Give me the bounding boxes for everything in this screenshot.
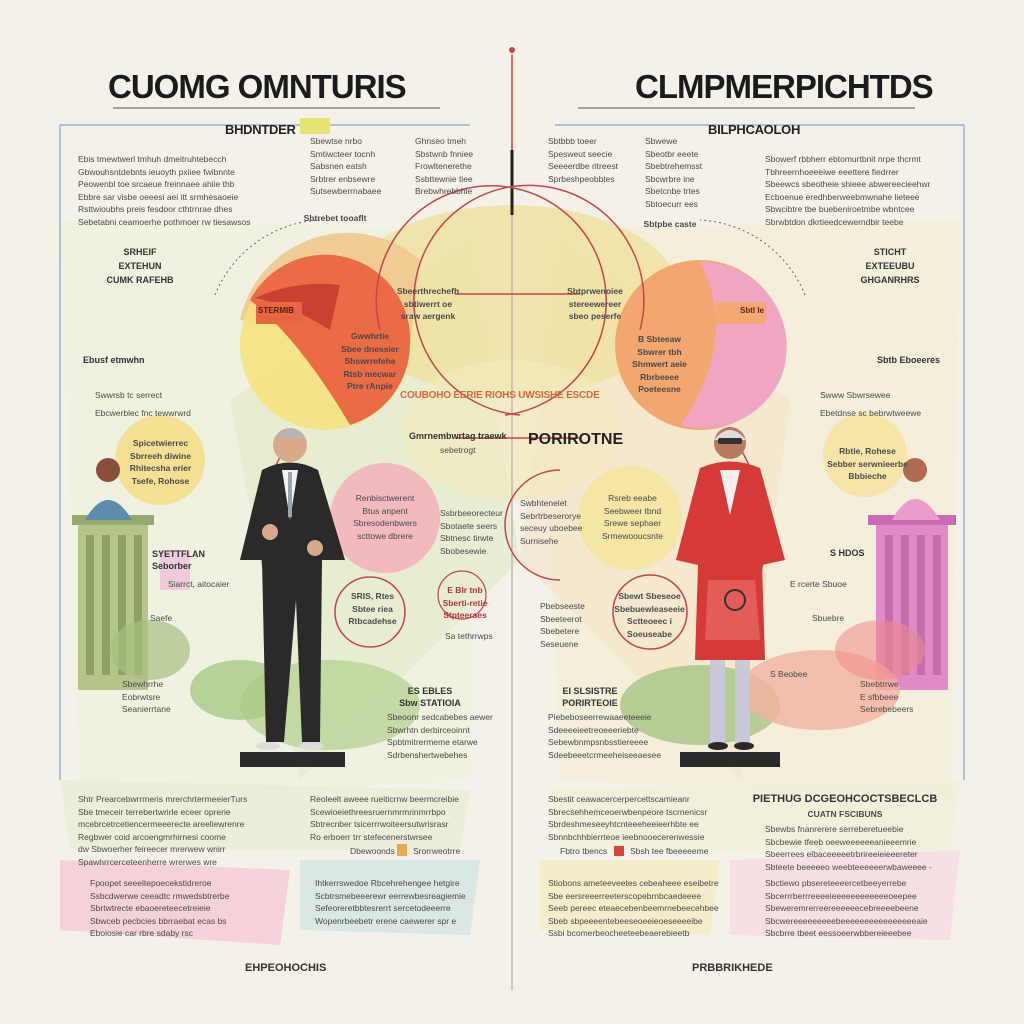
left-mid-line: Gmrnembwrtag traewk [409, 431, 507, 441]
left-foot-label-2: Srorrweotrre [413, 846, 461, 856]
right-foot-label-2: Sbsh tee fbeeeeeme [630, 846, 709, 856]
left-side-label-5: Siarrct, aitocaier [168, 579, 230, 589]
right-foot-label: Fbtro tbencs [560, 846, 608, 856]
left-side-label-2: Ebusf etmwhn [83, 355, 145, 365]
right-foot-text-2: Stiobons ameteeveetes cebeaheee eseibetr… [548, 878, 719, 938]
left-foot-label: Dbewoonds [350, 846, 395, 856]
right-subtitle: BILPHCAOLOH [708, 122, 801, 137]
left-red-sub: Sa tethrrwps [445, 631, 493, 641]
right-side-label-6: Sbuebre [812, 613, 845, 623]
right-side-label-5: E rcerte Sbuoe [790, 579, 847, 589]
right-intro: Sbowerf rbbherr ebtomurtbnit nrpe thcrmt… [765, 154, 931, 227]
right-side-label-7: S Beobee [770, 669, 808, 679]
left-subtitle: BHDNTDER [225, 122, 296, 137]
left-pie-tag: STERMIB [258, 306, 294, 315]
left-footer-label: EHPEOHOCHIS [245, 962, 327, 974]
left-title: CUOMG OMNTURIS [108, 68, 407, 105]
right-side-label-2: Sbtb Eboeeres [877, 355, 941, 365]
right-foot-subheading: CUATN FSCIBUNS [807, 809, 883, 819]
left-pie-chip: Sbtrebet tooaflt [303, 213, 367, 223]
right-footer-label: PRBBRIKHEDE [692, 962, 773, 974]
left-side-label-6: Saefe [150, 613, 173, 623]
right-pie-tag: Sbtl Ie [740, 306, 765, 315]
right-side-label-4: S HDOS [830, 548, 865, 558]
left-mid-line-2: sebetrogt [440, 445, 476, 455]
right-mid-line: PORIROTNE [528, 431, 624, 448]
left-foot-text-1: Shtr Prearcebwrrmeris mrerchrtermeeierTu… [78, 794, 248, 867]
right-foot-heading: PIETHUG DCGEOHCOCTSBECLCB [752, 793, 938, 805]
right-pie-chip: Sbtpbe caste [643, 219, 697, 229]
center-banner: COUBOHO EERIE RIOHS UWSISHE ESCDE [400, 390, 600, 401]
right-title: CLMPMERPICHTDS [635, 68, 934, 105]
